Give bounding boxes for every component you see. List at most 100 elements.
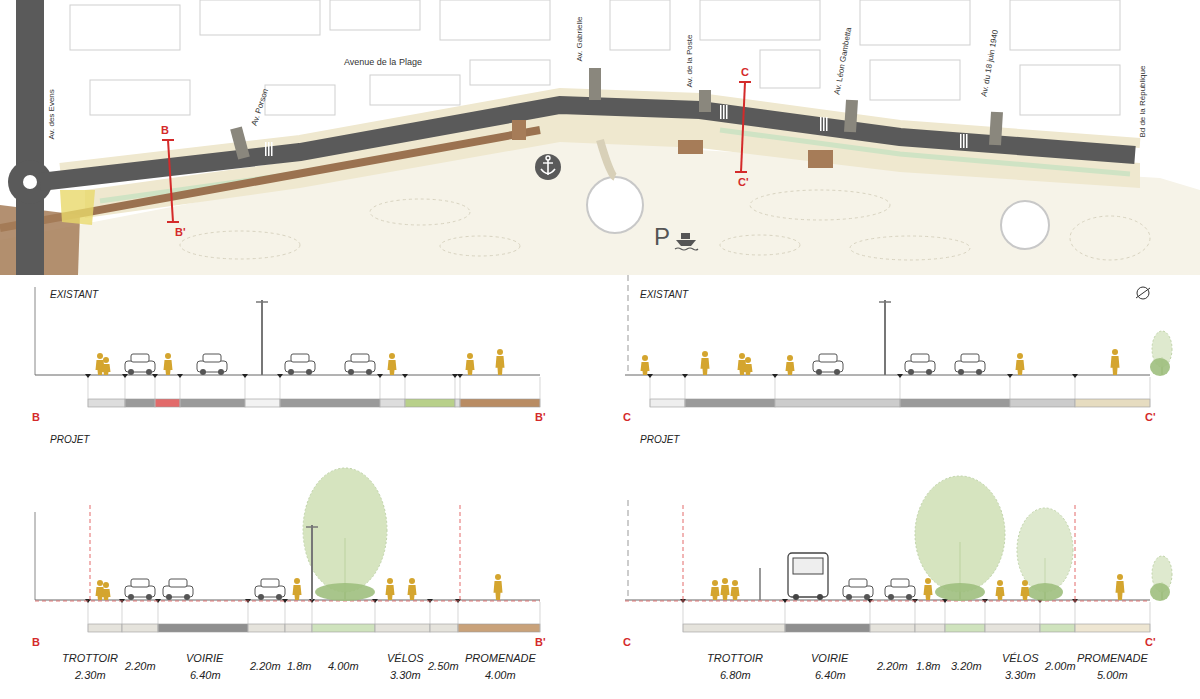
section-marker: B' xyxy=(175,226,186,239)
street-name: Av. des Evens xyxy=(47,89,56,139)
building-outline xyxy=(470,60,550,85)
section-cut xyxy=(167,221,179,223)
section-marker-holder: B' xyxy=(175,226,186,239)
section-marker: B xyxy=(32,636,40,649)
band-divider xyxy=(540,602,541,632)
street-name-holder: Avenue de la Plage xyxy=(344,57,422,67)
band-divider xyxy=(158,602,159,632)
section-title-holder: EXISTANT xyxy=(640,289,688,301)
car-wheel xyxy=(888,594,894,600)
person-figure xyxy=(102,589,111,600)
band-name: TROTTOIR xyxy=(707,652,763,665)
person-figure xyxy=(711,587,720,600)
band-divider xyxy=(375,602,376,632)
band-width: 2.20m xyxy=(877,660,908,673)
band-divider xyxy=(248,602,249,632)
band-width-holder: 6.80m xyxy=(720,669,751,682)
roundabout-island xyxy=(23,175,37,189)
plan-view xyxy=(0,0,1200,275)
building-outline xyxy=(370,75,460,105)
person-figure xyxy=(408,585,417,600)
surface-band xyxy=(280,399,380,407)
person-figure xyxy=(103,582,109,588)
shrub xyxy=(1027,583,1063,601)
person-figure xyxy=(1021,587,1030,600)
band-name: PROMENADE xyxy=(1077,652,1148,665)
band-divider xyxy=(405,377,406,407)
section-marker: C' xyxy=(1145,411,1156,424)
section-title-holder: EXISTANT xyxy=(50,289,98,301)
curb-marker xyxy=(277,374,283,378)
property-limit xyxy=(683,505,684,600)
band-divider xyxy=(985,602,986,632)
curb-marker xyxy=(457,374,463,378)
band-name: PROMENADE xyxy=(465,652,536,665)
person-figure xyxy=(745,357,751,363)
cross-street xyxy=(699,90,711,112)
building-outline xyxy=(860,0,970,45)
street-name-holder: Bd de la République xyxy=(1138,66,1147,138)
person-figure xyxy=(924,585,933,600)
band-width-holder: 2.20m xyxy=(250,660,281,673)
crosswalk xyxy=(826,117,828,131)
person-figure xyxy=(1117,574,1123,580)
car-wheel xyxy=(128,369,134,375)
road xyxy=(16,0,44,275)
band-name-holder: VOIRIE xyxy=(186,652,223,665)
bus-window xyxy=(793,558,823,574)
section-marker: C xyxy=(741,66,749,79)
facade-line xyxy=(35,287,36,375)
building-outline xyxy=(700,0,820,40)
band-divider xyxy=(312,602,313,632)
band-divider xyxy=(1040,602,1041,632)
car-wheel xyxy=(864,594,870,600)
dune-contour xyxy=(440,236,520,256)
car-wheel xyxy=(348,369,354,375)
cross-street xyxy=(236,128,244,158)
car-wheel xyxy=(146,369,152,375)
tree-crown xyxy=(303,468,387,592)
boat-icon xyxy=(675,248,698,250)
dune-contour xyxy=(1070,216,1150,260)
band-divider xyxy=(458,602,459,632)
band-divider xyxy=(88,377,89,407)
surface-band xyxy=(900,399,1010,407)
anchor-icon xyxy=(546,156,550,160)
band-divider xyxy=(122,602,123,632)
car-wheel xyxy=(908,369,914,375)
dune-contour xyxy=(850,236,970,260)
person-figure xyxy=(495,574,501,580)
car-wheel xyxy=(184,594,190,600)
section-cut xyxy=(741,82,745,172)
person-figure xyxy=(925,578,931,584)
person-figure xyxy=(731,587,740,600)
crosswalk xyxy=(723,105,725,119)
rest-area xyxy=(512,120,526,140)
surface-band xyxy=(985,624,1040,632)
surface-band xyxy=(405,399,455,407)
surface-band xyxy=(685,399,775,407)
facade-line xyxy=(35,512,36,600)
surface-band xyxy=(88,624,122,632)
surface-band xyxy=(455,399,460,407)
bus-wheel xyxy=(793,594,799,600)
person-figure xyxy=(787,355,793,361)
car-outline xyxy=(131,354,149,362)
band-divider xyxy=(88,602,89,632)
car-wheel xyxy=(258,594,264,600)
section-drawing xyxy=(625,476,1172,632)
car-wheel xyxy=(146,594,152,600)
street-name: Bd de la République xyxy=(1138,66,1147,138)
car-wheel xyxy=(218,369,224,375)
street-name-holder: Av. des Evens xyxy=(47,89,56,139)
section-marker: B' xyxy=(535,411,546,424)
building-outline xyxy=(760,50,820,88)
building-outline xyxy=(1010,0,1120,50)
surface-band xyxy=(155,399,180,407)
person-figure xyxy=(165,353,171,359)
band-divider xyxy=(1075,602,1076,632)
band-width: 2.00m xyxy=(1045,660,1076,673)
building-outline xyxy=(265,85,335,115)
band-divider xyxy=(900,377,901,407)
